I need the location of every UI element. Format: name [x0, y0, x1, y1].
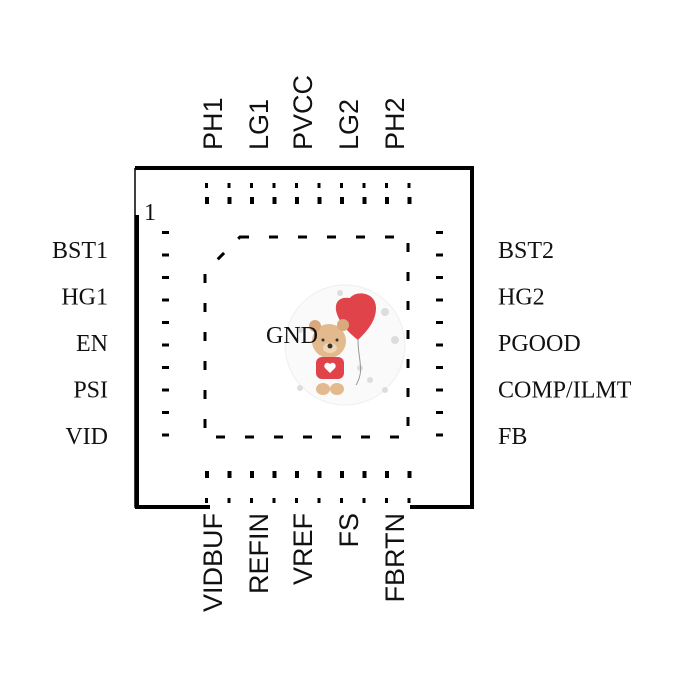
pin-pad: [340, 471, 344, 478]
pin-pad: [250, 197, 254, 204]
pin-label-bottom: FS: [334, 513, 364, 548]
pin-pad: [205, 471, 209, 478]
pin-pad: [162, 433, 169, 437]
pin-pad: [436, 276, 443, 279]
pin-pad: [295, 498, 298, 503]
pin-pad: [227, 471, 232, 478]
pin-pad: [362, 471, 367, 478]
pin-pad: [436, 411, 443, 414]
pin-pad: [205, 197, 209, 204]
pin-label-left: HG1: [61, 285, 108, 311]
pin-pad: [162, 411, 169, 414]
pin-pad: [162, 298, 169, 302]
pin-label-top: PH1: [198, 97, 228, 150]
pin-pad: [272, 197, 277, 204]
pin-pad: [407, 197, 412, 204]
pin-pad: [205, 183, 208, 188]
exposed-pad-outline: [203, 235, 410, 439]
center-pad-label: GND: [266, 323, 318, 349]
pin1-marker: 1: [144, 200, 156, 226]
pin-pad: [317, 183, 321, 188]
pin-pad: [162, 388, 169, 392]
pin-pad: [205, 498, 208, 503]
pin-label-bottom: FBRTN: [380, 513, 410, 603]
pin-pad: [436, 433, 443, 437]
pin-label-right: BST2: [498, 238, 554, 264]
pin-label-bottom: REFIN: [244, 513, 274, 594]
pin-label-bottom: VIDBUF: [198, 513, 228, 612]
pin-pad: [250, 471, 254, 478]
pin-label-right: COMP/ILMT: [498, 378, 632, 404]
pin-pad: [362, 498, 366, 503]
pin-pad: [340, 498, 343, 503]
pin-pad: [162, 343, 169, 347]
pin-label-bottom: VREF: [288, 513, 318, 585]
pin-label-left: PSI: [73, 378, 108, 404]
pin-label-right: HG2: [498, 285, 545, 311]
pin-pads: [162, 183, 443, 503]
pin-pad: [272, 498, 276, 503]
pin-pad: [272, 183, 276, 188]
pin-label-top: PVCC: [288, 75, 318, 150]
pin-pad: [295, 471, 299, 478]
pin-label-left: BST1: [52, 238, 108, 264]
pin-label-top: LG2: [334, 99, 364, 150]
pin-label-right: PGOOD: [498, 331, 581, 357]
pin-pad: [317, 197, 322, 204]
pin-pad: [250, 183, 253, 188]
pin-pad: [385, 471, 389, 478]
pin-label-left: VID: [65, 424, 108, 450]
pin-pad: [407, 183, 411, 188]
pin-pad: [385, 498, 388, 503]
teddy-bear-with-heart-balloon-icon: [284, 284, 406, 406]
pin-pad: [227, 197, 232, 204]
pin-label-top: LG1: [244, 99, 274, 150]
pin-pad: [162, 253, 169, 257]
pin-pad: [436, 343, 443, 347]
pin-label-left: EN: [76, 331, 108, 357]
pin-pad: [317, 498, 321, 503]
pin-pad: [162, 366, 169, 369]
pin-pad: [362, 183, 366, 188]
pin-pad: [407, 471, 412, 478]
pin-pad: [362, 197, 367, 204]
pin-pad: [436, 231, 443, 234]
pin-pad: [436, 298, 443, 302]
pin-pad: [385, 197, 389, 204]
pin-pad: [317, 471, 322, 478]
pin-pad: [295, 197, 299, 204]
pin-pad: [295, 183, 298, 188]
pin-pad: [250, 498, 253, 503]
pin-label-top: PH2: [380, 97, 410, 150]
pin-pad: [162, 231, 169, 234]
package-outline: [134, 166, 474, 509]
pin-pad: [407, 498, 411, 503]
pin-pad: [340, 197, 344, 204]
pin-label-right: FB: [498, 424, 527, 450]
pin-pad: [436, 388, 443, 392]
pin-pad: [162, 321, 169, 324]
pin-pad: [436, 321, 443, 324]
pin-pad: [272, 471, 277, 478]
pin-pad: [436, 366, 443, 369]
pin-pad: [162, 276, 169, 279]
pin-pad: [385, 183, 388, 188]
pin-pad: [227, 498, 231, 503]
pin-pad: [340, 183, 343, 188]
pin-pad: [227, 183, 231, 188]
pin-pad: [436, 253, 443, 257]
